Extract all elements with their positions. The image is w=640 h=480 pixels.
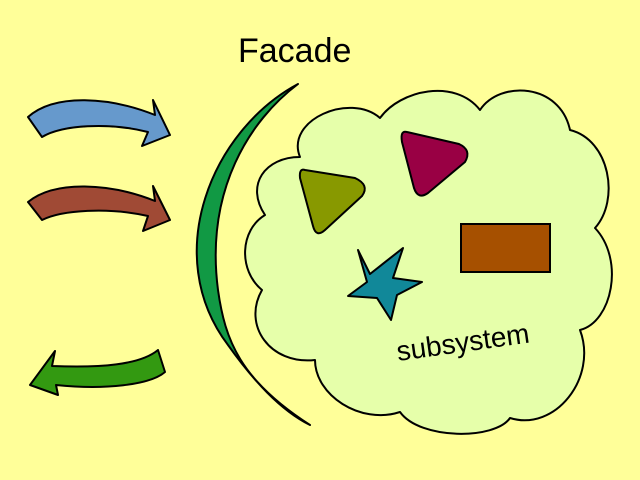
subsystem-triangle-olive-icon bbox=[298, 168, 366, 235]
incoming-arrow-blue bbox=[27, 99, 171, 147]
subsystem-star-icon bbox=[347, 247, 423, 321]
incoming-arrow-brown bbox=[27, 185, 171, 232]
facade-crescent bbox=[195, 83, 311, 426]
subsystem-rectangle-icon bbox=[460, 223, 551, 273]
outgoing-arrow-green bbox=[29, 349, 166, 396]
subsystem-triangle-crimson-icon bbox=[400, 130, 469, 197]
facade-title: Facade bbox=[238, 32, 351, 70]
